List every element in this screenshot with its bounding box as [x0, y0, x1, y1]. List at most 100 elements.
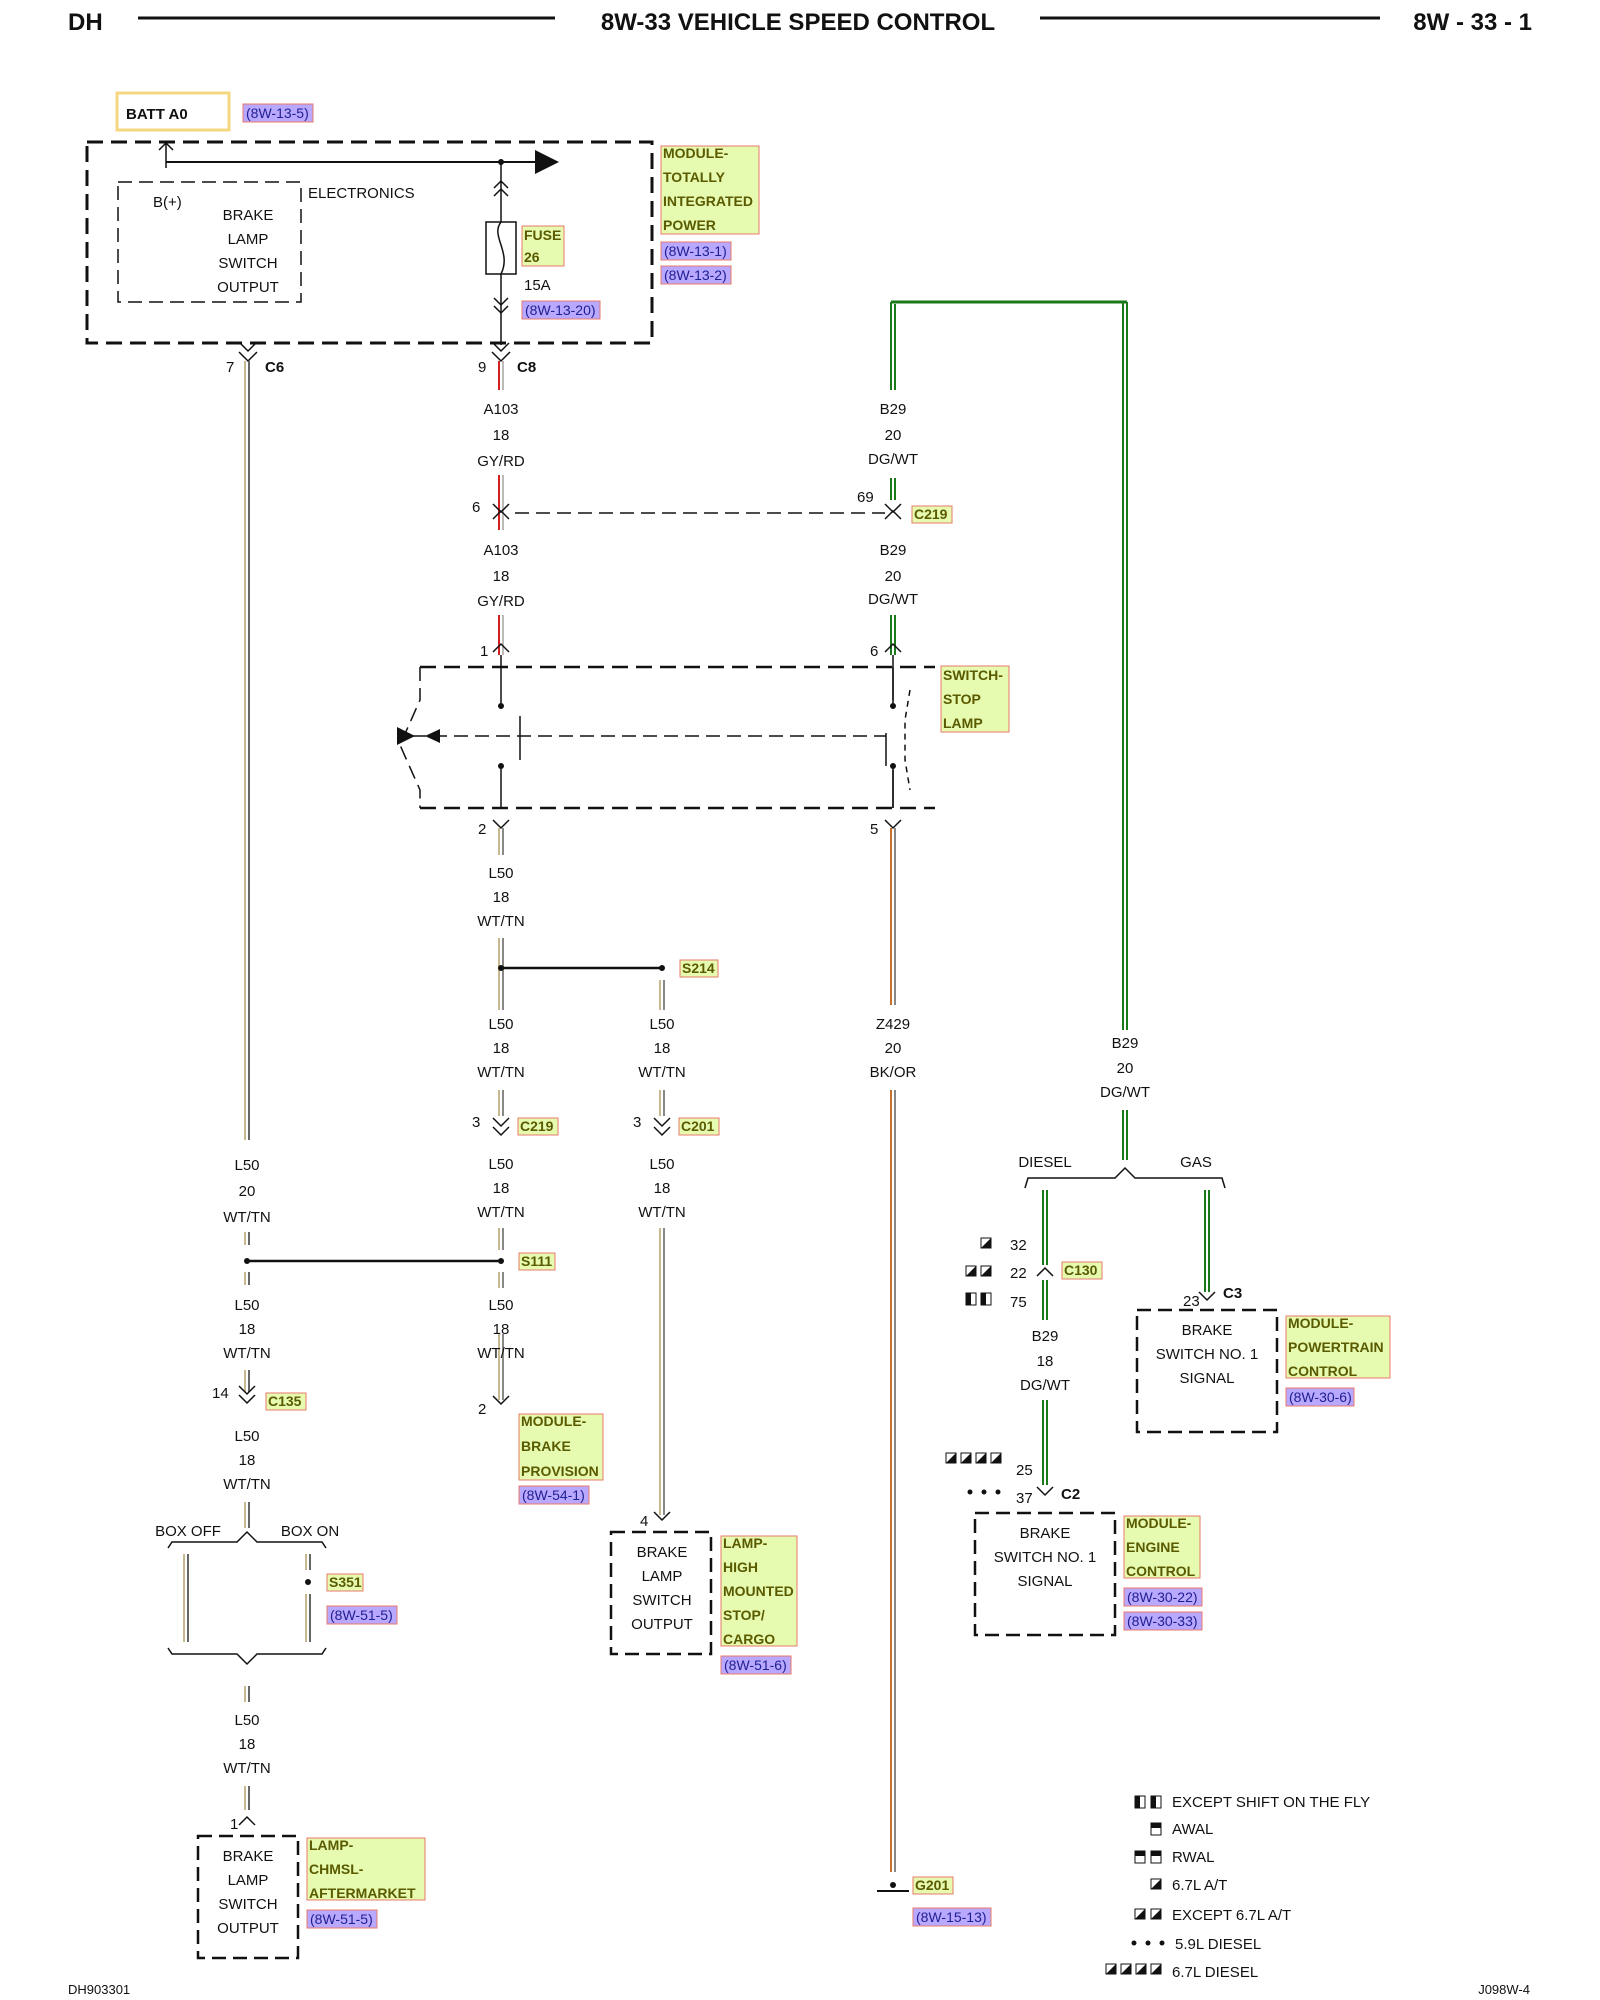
svg-text:A103: A103	[483, 542, 518, 559]
svg-text:(8W-30-33)[interactable]: (8W-30-33)	[1127, 1613, 1198, 1629]
svg-text:HIGH: HIGH	[723, 1559, 758, 1575]
svg-text:37: 37	[1016, 1490, 1033, 1507]
splice-s214: S214	[682, 960, 715, 976]
svg-text:DG/WT: DG/WT	[868, 591, 918, 608]
svg-text:18: 18	[493, 889, 510, 906]
svg-text:23: 23	[1183, 1293, 1200, 1310]
svg-text:SWITCH: SWITCH	[632, 1592, 691, 1609]
svg-text:Z429: Z429	[876, 1016, 910, 1033]
svg-text:BOX ON: BOX ON	[281, 1523, 339, 1540]
svg-text:20: 20	[1117, 1060, 1134, 1077]
svg-text:75: 75	[1010, 1294, 1027, 1311]
wire-l50-center	[498, 828, 504, 1400]
svg-text:6: 6	[472, 499, 480, 516]
svg-text:20: 20	[885, 568, 902, 585]
svg-text:WT/TN: WT/TN	[223, 1760, 270, 1777]
svg-text:BRAKE: BRAKE	[223, 207, 274, 224]
lamp-chmsl-box	[196, 1834, 300, 1960]
svg-text:DG/WT: DG/WT	[1020, 1377, 1070, 1394]
svg-text:WT/TN: WT/TN	[477, 913, 524, 930]
svg-text:L50: L50	[488, 1156, 513, 1173]
svg-text:L50: L50	[234, 1428, 259, 1445]
lamp-high-mounted-ref[interactable]: (8W-51-6)	[724, 1657, 787, 1673]
svg-text:A103: A103	[483, 401, 518, 418]
svg-text:(8W-30-22)[interactable]: (8W-30-22)	[1127, 1589, 1198, 1605]
svg-text:(8W-13-1)[interactable]: (8W-13-1)	[664, 243, 727, 259]
svg-text:20: 20	[885, 427, 902, 444]
svg-text:OUTPUT: OUTPUT	[217, 279, 279, 296]
svg-text:WT/TN: WT/TN	[477, 1345, 524, 1362]
connector-c135: C135	[268, 1393, 302, 1409]
ground-g201-icon	[890, 1882, 896, 1888]
svg-text:WT/TN: WT/TN	[477, 1204, 524, 1221]
svg-text:9: 9	[478, 359, 486, 376]
svg-text:32: 32	[1010, 1237, 1027, 1254]
tipm-output-box	[117, 181, 302, 303]
svg-text:20: 20	[239, 1183, 256, 1200]
ground-g201-ref[interactable]: (8W-15-13)	[916, 1909, 987, 1925]
svg-text:5: 5	[870, 821, 878, 838]
svg-text:(8W-13-2)[interactable]: (8W-13-2)	[664, 267, 727, 283]
svg-text:3: 3	[633, 1114, 641, 1131]
svg-text:69: 69	[857, 489, 874, 506]
svg-text:6: 6	[870, 643, 878, 660]
svg-text:SWITCH: SWITCH	[218, 255, 277, 272]
svg-text:BK/OR: BK/OR	[870, 1064, 917, 1081]
67at-icon	[1150, 1878, 1162, 1890]
connector-c130: C130	[1064, 1262, 1098, 1278]
svg-text:SWITCH-: SWITCH-	[943, 667, 1003, 683]
footer-left: DH903301	[68, 1982, 130, 1997]
svg-text:L50: L50	[488, 1297, 513, 1314]
module-pcm-ref[interactable]: (8W-30-6)	[1289, 1389, 1352, 1405]
svg-text:7: 7	[226, 359, 234, 376]
svg-text:WT/TN: WT/TN	[223, 1345, 270, 1362]
connector-c2: C2	[1061, 1486, 1080, 1503]
svg-text:DG/WT: DG/WT	[1100, 1084, 1150, 1101]
svg-text:POWER: POWER	[663, 217, 716, 233]
svg-text:18: 18	[1037, 1353, 1054, 1370]
svg-text:BRAKE: BRAKE	[521, 1438, 571, 1454]
svg-text:L50: L50	[488, 1016, 513, 1033]
svg-text:L50: L50	[234, 1712, 259, 1729]
connector-c3: C3	[1223, 1285, 1242, 1302]
svg-text:B29: B29	[880, 401, 907, 418]
connector-c219-low: C219	[520, 1118, 554, 1134]
diesel-gas-split	[1024, 1166, 1226, 1189]
splice-s351-ref[interactable]: (8W-51-5)	[330, 1607, 393, 1623]
svg-text:L50: L50	[488, 865, 513, 882]
batt-ref-bg	[242, 103, 314, 123]
bplus-label: B(+)	[153, 194, 182, 211]
svg-text:MOUNTED: MOUNTED	[723, 1583, 794, 1599]
wire-l50-left	[244, 361, 250, 1810]
svg-text:BOX OFF: BOX OFF	[155, 1523, 221, 1540]
svg-text:18: 18	[493, 1180, 510, 1197]
footer-right: J098W-4	[1478, 1982, 1530, 1997]
module-brake-provision-ref[interactable]: (8W-54-1)	[522, 1487, 585, 1503]
svg-text:26: 26	[524, 249, 540, 265]
fuse-ref[interactable]: (8W-13-20)	[525, 302, 596, 318]
svg-text:LAMP-: LAMP-	[309, 1837, 354, 1853]
59diesel-icon	[967, 1489, 1001, 1495]
connector-c201: C201	[681, 1118, 715, 1134]
svg-text:18: 18	[239, 1321, 256, 1338]
svg-text:20: 20	[885, 1040, 902, 1057]
batt-box	[115, 91, 231, 132]
svg-text:B29: B29	[880, 542, 907, 559]
svg-text:25: 25	[1016, 1462, 1033, 1479]
lamp-chmsl-ref[interactable]: (8W-51-5)	[310, 1911, 373, 1927]
svg-text:DG/WT: DG/WT	[868, 451, 918, 468]
svg-text:GAS: GAS	[1180, 1154, 1212, 1171]
legend: EXCEPT SHIFT ON THE FLY AWAL RWAL 6.7L A…	[1105, 1794, 1370, 1981]
svg-text:14: 14	[212, 1385, 229, 1402]
batt-ref[interactable]: (8W-13-5)	[246, 105, 309, 121]
svg-text:DIESEL: DIESEL	[1018, 1154, 1071, 1171]
svg-text:AFTERMARKET: AFTERMARKET	[309, 1885, 416, 1901]
svg-text:SIGNAL: SIGNAL	[1179, 1370, 1234, 1387]
svg-text:18: 18	[493, 1321, 510, 1338]
svg-text:6.7L DIESEL: 6.7L DIESEL	[1172, 1964, 1258, 1981]
svg-text:STOP/: STOP/	[723, 1607, 765, 1623]
header-left: DH	[68, 9, 103, 36]
module-ecm-name-bg	[1123, 1515, 1201, 1579]
svg-text:18: 18	[493, 1040, 510, 1057]
electronics-label: ELECTRONICS	[308, 185, 415, 202]
